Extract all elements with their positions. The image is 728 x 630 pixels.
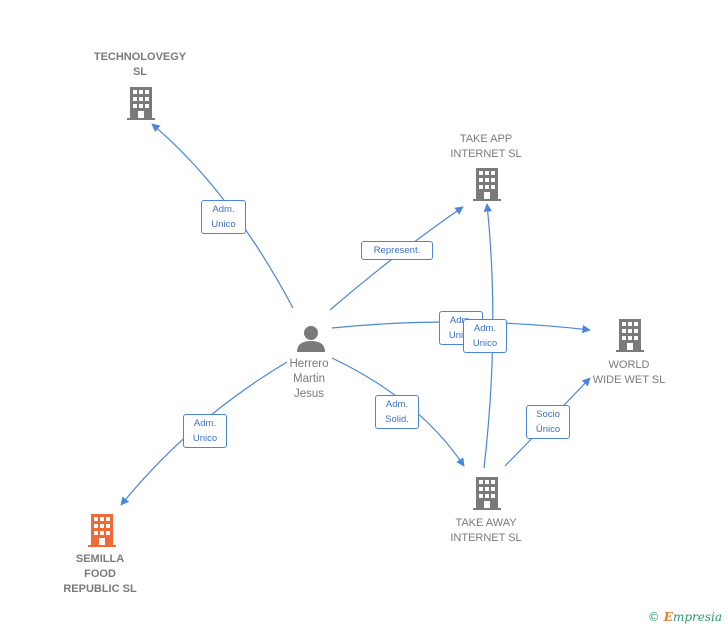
- edge-label-adm-unico-semilla: Adm.Unico: [183, 414, 227, 448]
- edge-label-adm-unico-technolovegy: Adm.Unico: [201, 200, 246, 234]
- world-wide-label[interactable]: WORLD WIDE WET SL: [592, 359, 666, 386]
- take-away-building-icon[interactable]: [473, 477, 501, 510]
- edge-label-represent: Represent.: [361, 241, 433, 260]
- semilla-label[interactable]: SEMILLA FOOD REPUBLIC SL: [63, 553, 137, 595]
- copyright-icon: ©: [647, 610, 660, 624]
- edge-label-adm-solid: Adm.Solid.: [375, 395, 419, 429]
- person-icon[interactable]: [297, 326, 325, 352]
- edge-label-adm-unico-take-app: Adm.Unico: [463, 319, 507, 353]
- person-label[interactable]: Herrero Martin Jesus: [289, 358, 329, 400]
- take-away-label[interactable]: TAKE AWAY INTERNET SL: [450, 517, 522, 544]
- world-wide-building-icon[interactable]: [616, 319, 644, 352]
- technolovegy-building-icon[interactable]: [127, 87, 155, 120]
- take-app-building-icon[interactable]: [473, 168, 501, 201]
- empresia-logo[interactable]: ©Empresia: [647, 610, 722, 624]
- take-app-label[interactable]: TAKE APP INTERNET SL: [450, 133, 522, 160]
- technolovegy-label[interactable]: TECHNOLOVEGY SL: [93, 51, 187, 78]
- semilla-building-icon[interactable]: [88, 514, 116, 547]
